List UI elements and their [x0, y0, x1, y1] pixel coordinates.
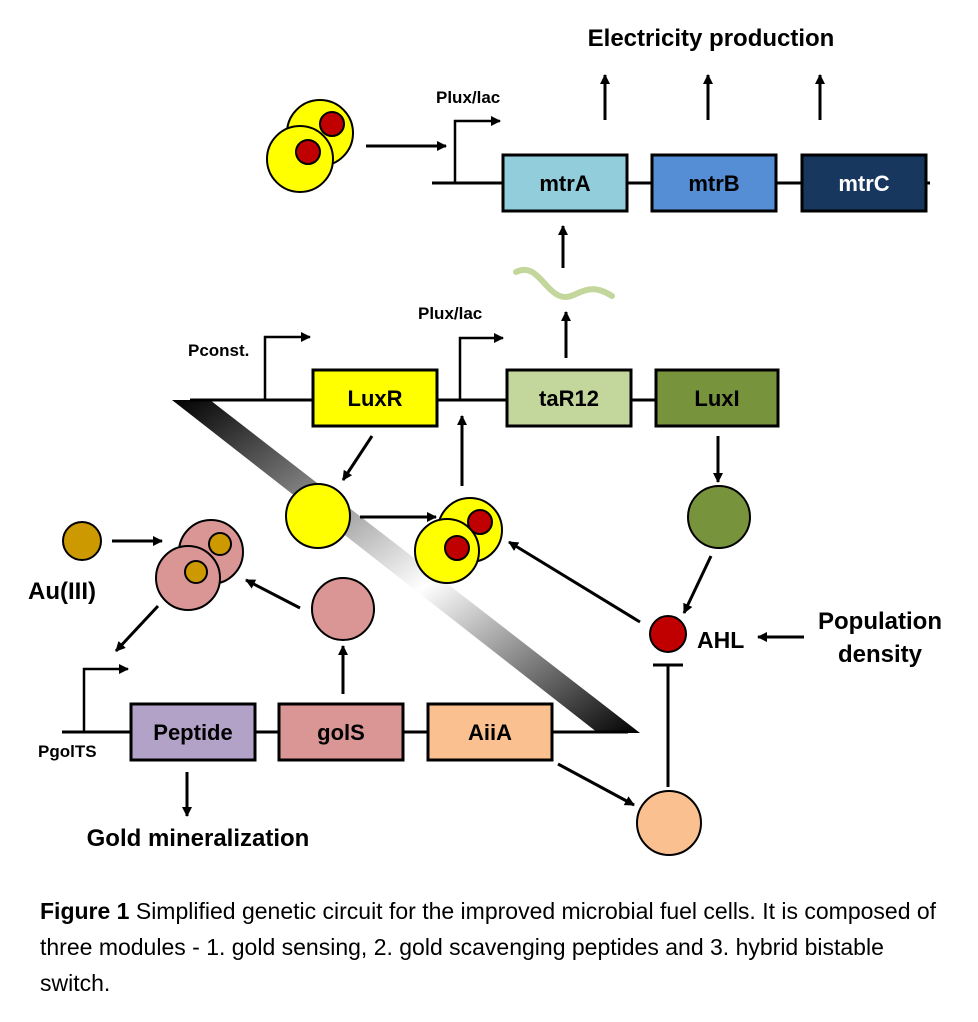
- gene-peptide-label: Peptide: [153, 720, 232, 745]
- arrow-luxI-to-ahl: [682, 555, 713, 614]
- electricity-label: Electricity production: [588, 25, 835, 52]
- aiiA-protein: [636, 790, 702, 856]
- arrow-ahl-to-complex: [508, 540, 641, 624]
- population-label-line2: density: [838, 641, 923, 668]
- caption-text: Simplified genetic circuit for the impro…: [40, 898, 937, 996]
- arrow-luxR-to-protein: [341, 435, 374, 481]
- figure-caption: Figure 1 Simplified genetic circuit for …: [40, 893, 950, 1001]
- arrow-aiiA-to-protein: [557, 762, 635, 807]
- population-label-line1: Population: [818, 608, 942, 635]
- gene-aiiA-label: AiiA: [468, 720, 512, 745]
- luxI-protein: [687, 485, 751, 549]
- caption-title: Figure 1: [40, 898, 130, 924]
- bistable-switch-wedge: [172, 400, 640, 733]
- plux-top-label: Plux/lac: [436, 88, 500, 107]
- ahl-label: AHL: [697, 627, 744, 653]
- gene-mtrA-label: mtrA: [539, 171, 590, 196]
- au-ion: [62, 521, 102, 561]
- gene-golS-label: golS: [317, 720, 365, 745]
- pconst-label: Pconst.: [188, 341, 249, 360]
- luxR-protein: [285, 483, 351, 549]
- gene-luxI: [654, 368, 780, 428]
- ahl-molecule: [649, 615, 687, 653]
- plux-top-promoter: [453, 116, 501, 183]
- plux-mid-label: Plux/lac: [418, 304, 482, 323]
- gene-golS: [277, 702, 405, 762]
- gene-luxR-label: LuxR: [348, 386, 403, 411]
- golS-protein: [311, 577, 375, 641]
- pconst-promoter: [263, 332, 311, 400]
- gene-taR12: [505, 368, 633, 428]
- gene-aiiA: [426, 702, 554, 762]
- pgolts-label: PgolTS: [38, 742, 97, 761]
- gols-au-complex: [155, 519, 244, 611]
- gene-mtrA: [501, 153, 629, 213]
- gene-mtrC: [800, 153, 928, 213]
- arrow-complex-to-pgolts: [114, 604, 160, 653]
- gene-peptide: [129, 702, 257, 762]
- gene-mtrB: [650, 153, 778, 213]
- gene-luxR: [311, 368, 439, 428]
- luxr-ahl-complex-middle: [414, 497, 503, 584]
- au-label: Au(III): [28, 578, 96, 605]
- gene-mtrC-label: mtrC: [838, 171, 889, 196]
- gene-mtrB-label: mtrB: [688, 171, 739, 196]
- pgolts-promoter: [82, 664, 129, 732]
- gold-mineralization-label: Gold mineralization: [87, 825, 310, 852]
- luxr-ahl-complex-top: [266, 99, 354, 193]
- tar12-rna-squiggle: [513, 266, 615, 300]
- plux-mid-promoter: [458, 333, 504, 400]
- gene-luxI-label: LuxI: [694, 386, 739, 411]
- arrow-golS-protein-to-complex: [245, 578, 301, 610]
- gene-taR12-label: taR12: [539, 386, 599, 411]
